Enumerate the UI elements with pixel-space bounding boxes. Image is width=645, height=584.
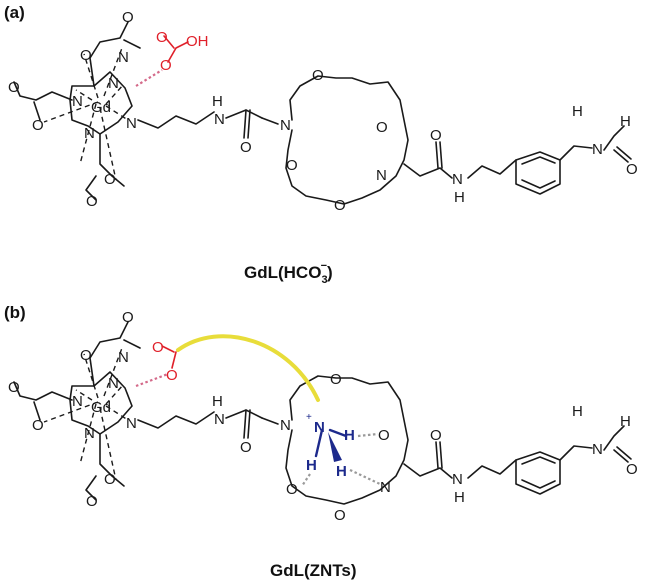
panel-b-caption: GdL(ZNTs)	[270, 561, 357, 580]
amide-n-atom: N	[214, 111, 225, 128]
gd-atom: Gd	[91, 99, 111, 116]
formamide-o-atom: O	[626, 461, 638, 478]
o-atom: O	[8, 379, 20, 396]
amide-n-atom: N	[452, 171, 463, 188]
o-atom: O	[86, 193, 98, 210]
nh-h-atom: H	[454, 489, 465, 506]
ammonium-n-atom: N	[314, 419, 325, 436]
crown-n-atom: N	[376, 167, 387, 184]
panel-a: (a) Gd N N N N N O O O O O O O O OH H N …	[4, 3, 638, 286]
formamide-n-atom: N	[592, 141, 603, 158]
nh-h-atom: H	[572, 103, 583, 120]
carboxylate-o-atom: O	[152, 339, 164, 356]
carboxylate-o-atom: O	[166, 367, 178, 384]
crown-o-atom: O	[334, 507, 346, 524]
panel-b-atoms: Gd N N N N N O O O O O O O O H N O N O O…	[8, 309, 638, 524]
o-atom: O	[32, 417, 44, 434]
gd-atom: Gd	[91, 399, 111, 416]
panel-b-label: (b)	[4, 303, 26, 322]
o-atom: O	[86, 493, 98, 510]
panel-b: (b) Gd N N N N N O O O O O O	[4, 303, 638, 580]
amide-o-atom: O	[240, 439, 252, 456]
n-atom: N	[72, 93, 83, 110]
amide-n-atom: N	[452, 471, 463, 488]
formamide-h-atom: H	[620, 413, 631, 430]
bicarbonate-oh-group: OH	[186, 33, 209, 50]
panel-a-label: (a)	[4, 3, 25, 22]
bicarbonate-o-atom: O	[156, 29, 168, 46]
n-atom: N	[84, 425, 95, 442]
crown-o-atom: O	[334, 197, 346, 214]
o-atom: O	[80, 47, 92, 64]
crown-n-atom: N	[380, 479, 391, 496]
o-atom: O	[104, 171, 116, 188]
o-atom: O	[80, 347, 92, 364]
n-atom: N	[118, 349, 129, 366]
nh-h-atom: H	[572, 403, 583, 420]
amide-o-atom: O	[430, 427, 442, 444]
formamide-n-atom: N	[592, 441, 603, 458]
nh-h-atom: H	[212, 393, 223, 410]
nh-h-atom: H	[454, 189, 465, 206]
n-atom: N	[108, 75, 119, 92]
o-atom: O	[8, 79, 20, 96]
tether-line	[176, 334, 320, 402]
bicarbonate-o-atom: O	[160, 57, 172, 74]
o-atom: O	[32, 117, 44, 134]
formamide-h-atom: H	[620, 113, 631, 130]
n-atom: N	[72, 393, 83, 410]
ammonium-h-atom: H	[336, 463, 347, 480]
crown-o-atom: O	[286, 481, 298, 498]
n-atom: N	[126, 415, 137, 432]
n-atom: N	[126, 115, 137, 132]
o-atom: O	[122, 309, 134, 326]
crown-o-atom: O	[312, 67, 324, 84]
formamide-o-atom: O	[626, 161, 638, 178]
crown-o-atom: O	[286, 157, 298, 174]
o-atom: O	[104, 471, 116, 488]
crown-o-atom: O	[378, 427, 390, 444]
crown-n-atom: N	[280, 417, 291, 434]
n-atom: N	[108, 375, 119, 392]
panel-a-caption: GdL(HCO3−)	[244, 260, 333, 286]
amide-o-atom: O	[240, 139, 252, 156]
ammonium-charge: +	[306, 412, 312, 423]
ammonium-h-atom: H	[306, 457, 317, 474]
o-atom: O	[122, 9, 134, 26]
crown-o-atom: O	[330, 371, 342, 388]
panel-a-atoms: Gd N N N N N O O O O O O O O OH H N O N …	[8, 9, 638, 214]
amide-n-atom: N	[214, 411, 225, 428]
crown-o-atom: O	[376, 119, 388, 136]
amide-o-atom: O	[430, 127, 442, 144]
ammonium-h-atom: H	[344, 427, 355, 444]
nh-h-atom: H	[212, 93, 223, 110]
n-atom: N	[84, 125, 95, 142]
n-atom: N	[118, 49, 129, 66]
crown-n-atom: N	[280, 117, 291, 134]
